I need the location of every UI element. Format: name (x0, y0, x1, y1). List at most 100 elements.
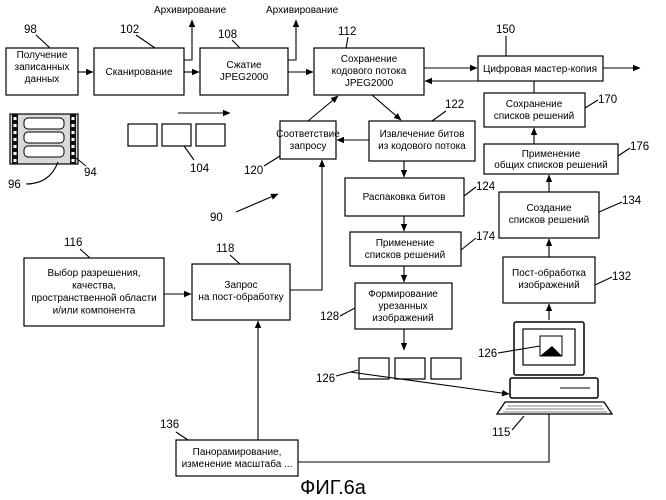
box-label-line: Панорамирование, (193, 447, 282, 458)
leader-134 (599, 202, 622, 212)
box-label-line: изображений (518, 279, 579, 291)
ref-120: 120 (244, 165, 263, 177)
computer-icon (497, 322, 612, 414)
box-label-line: качества, (72, 281, 116, 292)
ref-102: 102 (120, 24, 139, 36)
box-label-line: Запрос (224, 280, 257, 291)
box-label-line: Выбор разрешения, (47, 267, 140, 279)
leader-124 (464, 187, 476, 196)
pointer-90 (236, 194, 278, 212)
box-label-line: из кодового потока (378, 141, 466, 152)
box-136 (176, 440, 298, 476)
box-label-line: Получение (17, 50, 68, 61)
ref-116: 116 (64, 237, 82, 249)
archive-arrow-1 (184, 20, 192, 60)
leader-108 (232, 40, 240, 48)
box-label-line: на пост-обработку (198, 291, 283, 303)
box-170-label: Сохранениесписков решений (494, 99, 575, 122)
leader-176 (618, 148, 630, 156)
box-124-label: Распаковка битов (363, 191, 446, 203)
leader-98 (36, 35, 50, 48)
box-108-label: СжатиеJPEG2000 (220, 60, 269, 83)
ref-126-screen: 126 (478, 348, 497, 360)
leader-174 (461, 238, 476, 250)
ref-94: 94 (84, 167, 97, 179)
box-136-label: Панорамирование,изменение масштаба ... (182, 447, 293, 470)
arrow-frames-computer (350, 372, 509, 394)
ref-104: 104 (190, 163, 210, 175)
figure-caption: ФИГ.6a (300, 477, 367, 499)
box-label-line: JPEG2000 (345, 78, 394, 89)
box-label-line: кодового потока (332, 66, 407, 77)
box-label-line: Сохранение (341, 54, 398, 65)
ref-98: 98 (24, 24, 37, 36)
ref-124: 124 (476, 181, 496, 193)
box-102-label: Сканирование (105, 67, 172, 78)
leader-115 (512, 416, 524, 430)
film-strip (10, 114, 78, 164)
ref-96: 96 (8, 179, 21, 191)
ref-128: 128 (320, 311, 339, 323)
box-label-line: урезанных (378, 301, 427, 312)
arrow-120-112 (308, 96, 338, 121)
leader-96 (26, 162, 58, 184)
ref-112: 112 (338, 26, 356, 38)
ref-115: 115 (492, 427, 510, 439)
ref-176: 176 (630, 141, 649, 153)
ref-150: 150 (496, 24, 515, 36)
archive-arrow-2 (288, 20, 296, 60)
box-label-line: запросу (290, 141, 327, 152)
box-label-line: изменение масштаба ... (182, 458, 293, 470)
leader-118 (230, 255, 240, 264)
leader-120 (264, 156, 280, 166)
box-174-label: Применениесписков решений (365, 238, 446, 261)
archive-label-1: Архивирование (154, 5, 227, 16)
leader-132 (595, 277, 612, 285)
box-label-line: Распаковка битов (363, 191, 446, 203)
leader-116 (80, 249, 90, 258)
box-label-line: списков решений (365, 250, 446, 261)
box-label-line: Цифровая мастер-копия (483, 63, 597, 75)
box-label-line: данных (25, 74, 60, 85)
archive-label-2: Архивирование (266, 5, 339, 16)
leader-102 (136, 35, 155, 48)
leader-128 (340, 308, 355, 316)
box-label-line: Соответствие (276, 129, 340, 140)
box-label-line: пространственной области (31, 292, 156, 304)
box-label-line: Извлечение битов (380, 128, 465, 140)
box-label-line: Применение (522, 149, 581, 160)
ref-174: 174 (476, 231, 496, 243)
leader-122 (432, 111, 446, 121)
box-label-line: Сохранение (506, 99, 563, 110)
box-label-line: списков решений (494, 111, 575, 122)
leader-170 (585, 100, 598, 108)
arrow-170-112 (425, 81, 534, 93)
arrow-112-122 (372, 95, 401, 120)
ref-132: 132 (612, 271, 631, 283)
ref-126-frames: 126 (316, 373, 335, 385)
box-label-line: записанных (15, 62, 70, 73)
box-label-line: Сжатие (226, 60, 262, 71)
ref-118: 118 (216, 243, 234, 255)
ref-90: 90 (210, 212, 223, 224)
box-label-line: списков решений (509, 215, 590, 226)
box-150-label: Цифровая мастер-копия (483, 63, 597, 75)
box-label-line: Сканирование (105, 67, 172, 78)
box-label-line: Пост-обработка (512, 267, 586, 279)
leader-112 (346, 37, 348, 48)
box-label-line: и/или компонента (53, 306, 136, 317)
box-label-line: Создание (526, 203, 572, 214)
box-label-line: JPEG2000 (220, 72, 269, 83)
ref-122: 122 (445, 99, 464, 111)
scanned-frames (128, 124, 225, 146)
box-label-line: изображений (372, 312, 433, 324)
box-label-line: Формирование (368, 289, 438, 300)
arrow-118-120 (290, 160, 322, 290)
box-120 (280, 121, 336, 159)
ref-170: 170 (598, 94, 617, 106)
ref-136: 136 (160, 419, 179, 431)
line-computer-136 (298, 414, 549, 462)
leader-136 (176, 432, 188, 440)
ref-134: 134 (622, 195, 642, 207)
